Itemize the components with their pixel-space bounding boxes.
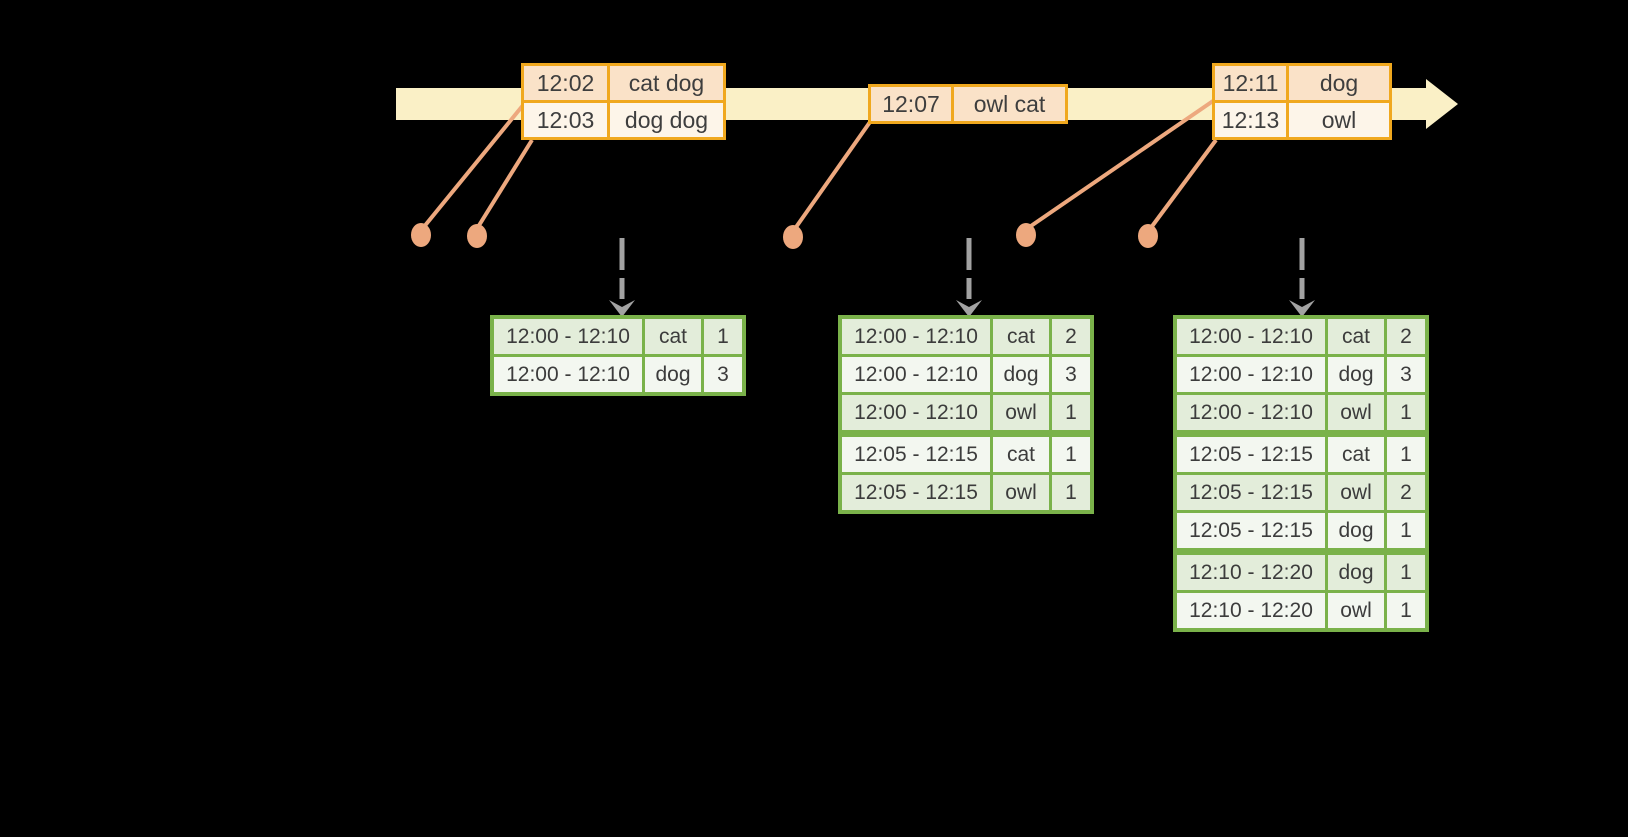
word: dog xyxy=(645,357,701,392)
table-row: 12:05 - 12:15 dog 1 xyxy=(1177,513,1425,548)
window-range: 12:00 - 12:10 xyxy=(842,357,990,392)
window-range: 12:00 - 12:10 xyxy=(494,357,642,392)
count: 1 xyxy=(1052,395,1090,430)
event-time-dots xyxy=(411,223,1158,249)
window-range: 12:05 - 12:15 xyxy=(1177,437,1325,472)
table-row: 12:00 - 12:10 owl 1 xyxy=(1177,395,1425,430)
connector-line xyxy=(421,102,526,230)
window-range: 12:05 - 12:15 xyxy=(842,437,990,472)
table-row: 12:00 - 12:10 cat 1 xyxy=(494,319,742,354)
result-table: 12:00 - 12:10 cat 2 12:00 - 12:10 dog 3 … xyxy=(838,315,1094,514)
event-time: 12:07 xyxy=(871,87,951,121)
event-connector-lines xyxy=(421,99,1218,232)
word: dog xyxy=(1328,513,1384,548)
count: 3 xyxy=(1387,357,1425,392)
down-arrow-icon xyxy=(609,238,635,317)
connector-line xyxy=(476,138,534,229)
word: cat xyxy=(1328,319,1384,354)
count: 1 xyxy=(1387,395,1425,430)
word: owl xyxy=(1328,475,1384,510)
table-row: 12:10 - 12:20 dog 1 xyxy=(1177,555,1425,590)
table-row: 12:00 - 12:10 dog 3 xyxy=(1177,357,1425,392)
table-row: 12:00 - 12:10 cat 2 xyxy=(842,319,1090,354)
event-time: 12:13 xyxy=(1215,103,1286,137)
trigger-arrows xyxy=(609,238,1315,317)
timeline-event-box: 12:07 owl cat xyxy=(868,84,1068,124)
event-words: dog dog xyxy=(610,103,723,137)
timeline-event-row: 12:03 dog dog xyxy=(524,103,723,137)
timeline-event-row: 12:11 dog xyxy=(1215,66,1389,100)
count: 1 xyxy=(1387,513,1425,548)
window-range: 12:00 - 12:10 xyxy=(1177,357,1325,392)
count: 2 xyxy=(1052,319,1090,354)
down-arrow-icon xyxy=(956,238,982,317)
timeline-event-row: 12:13 owl xyxy=(1215,103,1389,137)
window-range: 12:05 - 12:15 xyxy=(842,475,990,510)
event-dot xyxy=(411,223,431,247)
table-row: 12:05 - 12:15 cat 1 xyxy=(842,437,1090,472)
timeline-event-box: 12:11 dog 12:13 owl xyxy=(1212,63,1392,140)
connector-line xyxy=(1026,99,1215,230)
count: 1 xyxy=(1387,437,1425,472)
count: 1 xyxy=(1387,593,1425,628)
event-time: 12:02 xyxy=(524,66,607,100)
word: owl xyxy=(1328,395,1384,430)
event-time: 12:11 xyxy=(1215,66,1286,100)
down-arrow-icon xyxy=(1289,238,1315,317)
word: cat xyxy=(1328,437,1384,472)
word: owl xyxy=(993,475,1049,510)
word: cat xyxy=(645,319,701,354)
table-row: 12:00 - 12:10 dog 3 xyxy=(494,357,742,392)
table-row: 12:00 - 12:10 owl 1 xyxy=(842,395,1090,430)
count: 2 xyxy=(1387,475,1425,510)
word: dog xyxy=(993,357,1049,392)
event-words: dog xyxy=(1289,66,1389,100)
connector-line xyxy=(1148,138,1218,231)
timeline-event-box: 12:02 cat dog 12:03 dog dog xyxy=(521,63,726,140)
event-words: owl xyxy=(1289,103,1389,137)
word: cat xyxy=(993,437,1049,472)
window-range: 12:05 - 12:15 xyxy=(1177,513,1325,548)
table-row: 12:00 - 12:10 dog 3 xyxy=(842,357,1090,392)
window-range: 12:10 - 12:20 xyxy=(1177,555,1325,590)
table-row: 12:00 - 12:10 cat 2 xyxy=(1177,319,1425,354)
window-range: 12:00 - 12:10 xyxy=(842,395,990,430)
event-time: 12:03 xyxy=(524,103,607,137)
timeline-event-row: 12:02 cat dog xyxy=(524,66,723,100)
count: 2 xyxy=(1387,319,1425,354)
word: dog xyxy=(1328,555,1384,590)
window-range: 12:10 - 12:20 xyxy=(1177,593,1325,628)
count: 1 xyxy=(1052,475,1090,510)
result-table: 12:00 - 12:10 cat 1 12:00 - 12:10 dog 3 xyxy=(490,315,746,396)
count: 3 xyxy=(1052,357,1090,392)
table-row: 12:10 - 12:20 owl 1 xyxy=(1177,593,1425,628)
timeline-event-row: 12:07 owl cat xyxy=(871,87,1065,121)
window-range: 12:00 - 12:10 xyxy=(842,319,990,354)
table-row: 12:05 - 12:15 owl 2 xyxy=(1177,475,1425,510)
count: 3 xyxy=(704,357,742,392)
count: 1 xyxy=(1052,437,1090,472)
event-dot xyxy=(1138,224,1158,248)
event-dot xyxy=(467,224,487,248)
count: 1 xyxy=(1387,555,1425,590)
word: owl xyxy=(1328,593,1384,628)
event-words: cat dog xyxy=(610,66,723,100)
window-range: 12:00 - 12:10 xyxy=(1177,395,1325,430)
word: cat xyxy=(993,319,1049,354)
table-row: 12:05 - 12:15 cat 1 xyxy=(1177,437,1425,472)
event-dot xyxy=(1016,223,1036,247)
connector-line xyxy=(792,120,872,232)
window-range: 12:05 - 12:15 xyxy=(1177,475,1325,510)
result-table: 12:00 - 12:10 cat 2 12:00 - 12:10 dog 3 … xyxy=(1173,315,1429,632)
window-range: 12:00 - 12:10 xyxy=(1177,319,1325,354)
window-range: 12:00 - 12:10 xyxy=(494,319,642,354)
event-dot xyxy=(783,225,803,249)
count: 1 xyxy=(704,319,742,354)
event-words: owl cat xyxy=(954,87,1065,121)
table-row: 12:05 - 12:15 owl 1 xyxy=(842,475,1090,510)
word: dog xyxy=(1328,357,1384,392)
word: owl xyxy=(993,395,1049,430)
